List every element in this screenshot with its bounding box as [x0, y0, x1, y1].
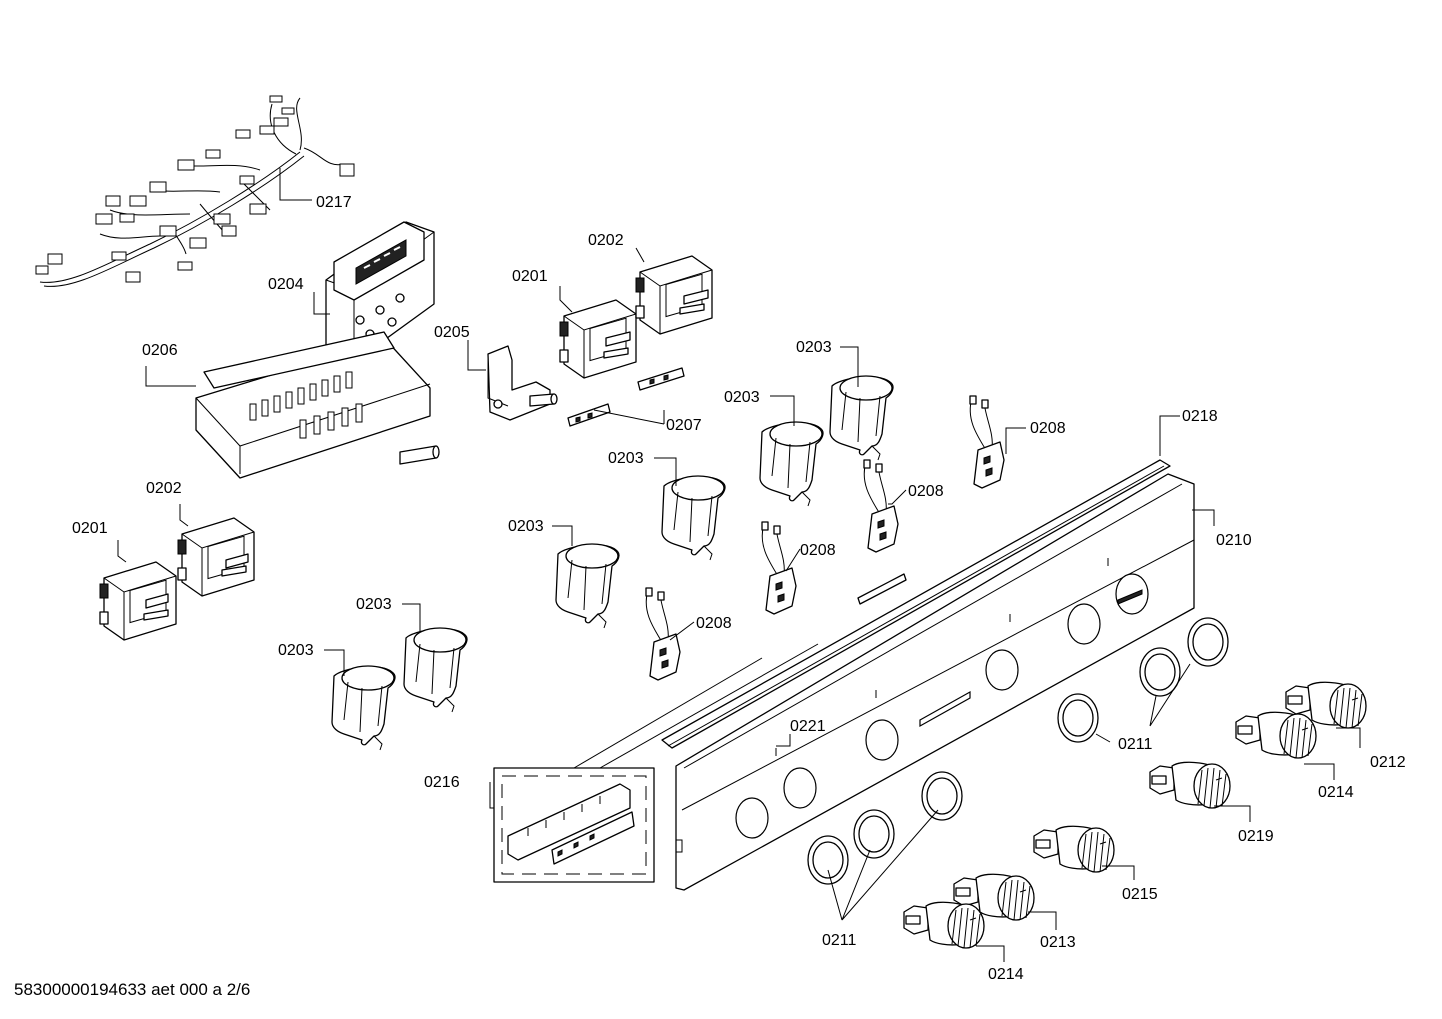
- ring-1: [1187, 617, 1229, 667]
- wiring-harness: [35, 95, 355, 287]
- switch-1: [969, 395, 1005, 489]
- callout-0221: 0221: [790, 718, 826, 735]
- ring-6: [807, 835, 849, 885]
- knob-holder-1: [829, 375, 894, 461]
- knob-0214-left: [903, 901, 985, 949]
- connector-strips: [567, 367, 685, 427]
- program-switch-bank: [195, 331, 440, 479]
- knob-0214-right: [1235, 711, 1317, 759]
- callout-0218: 0218: [1182, 408, 1218, 425]
- knob-holder-3: [661, 475, 726, 561]
- callout-0208: 0208: [800, 542, 836, 559]
- knob-holder-2: [759, 421, 824, 507]
- callout-0204: 0204: [268, 276, 304, 293]
- callout-0217: 0217: [316, 194, 352, 211]
- energy-regulator-upper-right: [635, 255, 713, 335]
- callout-0208: 0208: [1030, 420, 1066, 437]
- knob-holder-5: [403, 627, 468, 713]
- callout-0213: 0213: [1040, 934, 1076, 951]
- energy-regulator-upper-left: [559, 299, 637, 379]
- knob-holder-6: [331, 665, 396, 751]
- callout-0203: 0203: [356, 596, 392, 613]
- knob-0219: [1149, 761, 1231, 809]
- ring-3: [1057, 693, 1099, 743]
- callout-0219: 0219: [1238, 828, 1274, 845]
- callout-0210: 0210: [1216, 532, 1252, 549]
- callout-0211: 0211: [1118, 736, 1153, 753]
- callout-0203: 0203: [608, 450, 644, 467]
- callout-0201: 0201: [512, 268, 548, 285]
- electronic-clock-module: [325, 221, 435, 363]
- control-panel: [661, 459, 1195, 891]
- energy-regulator-lower-left: [99, 561, 177, 641]
- leader-lines: [117, 168, 1361, 962]
- callout-0208: 0208: [696, 615, 732, 632]
- callout-0206: 0206: [142, 342, 178, 359]
- energy-regulator-lower-right: [177, 517, 255, 597]
- callout-0214: 0214: [988, 966, 1024, 983]
- callout-0205: 0205: [434, 324, 470, 341]
- switch-board-inset: [493, 643, 819, 883]
- callout-labels: 0217 0204 0201 0202 0206 0205 0207 0203 …: [72, 194, 1406, 983]
- callout-0202: 0202: [588, 232, 624, 249]
- switch-3: [761, 521, 797, 615]
- callout-0203: 0203: [724, 389, 760, 406]
- callout-0216: 0216: [424, 774, 460, 791]
- callout-0211: 0211: [822, 932, 857, 949]
- switch-4: [645, 587, 681, 681]
- callout-0203: 0203: [796, 339, 832, 356]
- callout-0201: 0201: [72, 520, 108, 537]
- callout-0215: 0215: [1122, 886, 1158, 903]
- callout-0203: 0203: [508, 518, 544, 535]
- switch-2: [863, 459, 899, 553]
- callout-0214: 0214: [1318, 784, 1354, 801]
- ring-4: [921, 771, 963, 821]
- callout-0207: 0207: [666, 417, 702, 434]
- callout-0202: 0202: [146, 480, 182, 497]
- ring-5: [853, 809, 895, 859]
- thermostat: [487, 345, 558, 421]
- callout-0203: 0203: [278, 642, 314, 659]
- drawing-reference-code: 58300000194633 aet 000 a 2/6: [14, 980, 251, 999]
- callout-0212: 0212: [1370, 754, 1406, 771]
- knob-0215: [1033, 825, 1115, 873]
- callout-0208: 0208: [908, 483, 944, 500]
- knob-holder-4: [555, 543, 620, 629]
